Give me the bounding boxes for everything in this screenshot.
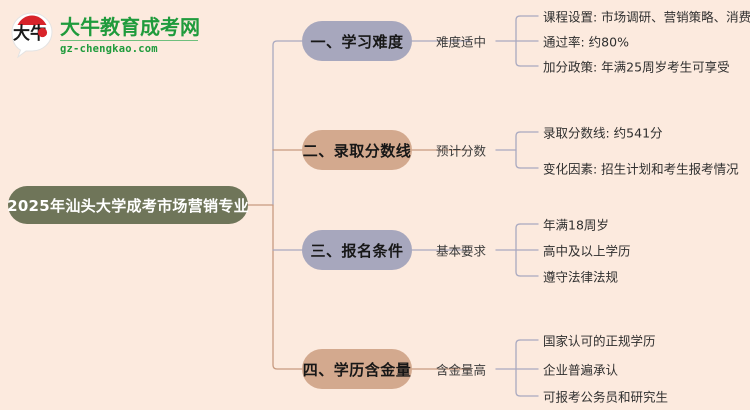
leaf-label: 课程设置: 市场调研、营销策略、消费者行为	[543, 9, 750, 25]
leaf-label: 通过率: 约80%	[543, 34, 629, 50]
leaf-label: 变化因素: 招生计划和考生报考情况	[543, 161, 739, 177]
logo-url: gz-chengkao.com	[60, 42, 158, 55]
leaf-label: 高中及以上学历	[543, 243, 631, 259]
leaf-label: 国家认可的正规学历	[543, 333, 656, 349]
sub-label-3: 基本要求	[436, 243, 487, 259]
branch-node-2[interactable]: 二、录取分数线	[302, 130, 412, 170]
leaf-label: 录取分数线: 约541分	[543, 125, 663, 141]
branch-node-3[interactable]: 三、报名条件	[302, 230, 412, 270]
leaf-label: 可报考公务员和研究生	[543, 389, 669, 405]
logo-bubble-icon: 大牛	[10, 12, 54, 59]
root-node[interactable]: 2025年汕头大学成考市场营销专业	[7, 186, 249, 224]
branch-node-4[interactable]: 四、学历含金量	[302, 349, 412, 389]
branch-node-1[interactable]: 一、学习难度	[302, 21, 412, 61]
logo-wordmark: 大牛教育成考网 gz-chengkao.com	[60, 16, 200, 55]
sub-label-4: 含金量高	[436, 362, 487, 378]
sub-label-1: 难度适中	[436, 34, 487, 50]
logo-brand-name: 大牛教育成考网	[60, 14, 200, 39]
sub-label-2: 预计分数	[436, 143, 487, 159]
leaf-label: 遵守法律法规	[543, 269, 619, 285]
leaf-label: 年满18周岁	[543, 217, 609, 233]
site-logo[interactable]: 大牛 大牛教育成考网 gz-chengkao.com	[10, 6, 200, 64]
logo-divider	[60, 39, 198, 41]
leaf-label: 企业普遍承认	[543, 362, 619, 378]
svg-text:大牛: 大牛	[13, 23, 47, 44]
leaf-label: 加分政策: 年满25周岁考生可享受	[543, 59, 730, 75]
